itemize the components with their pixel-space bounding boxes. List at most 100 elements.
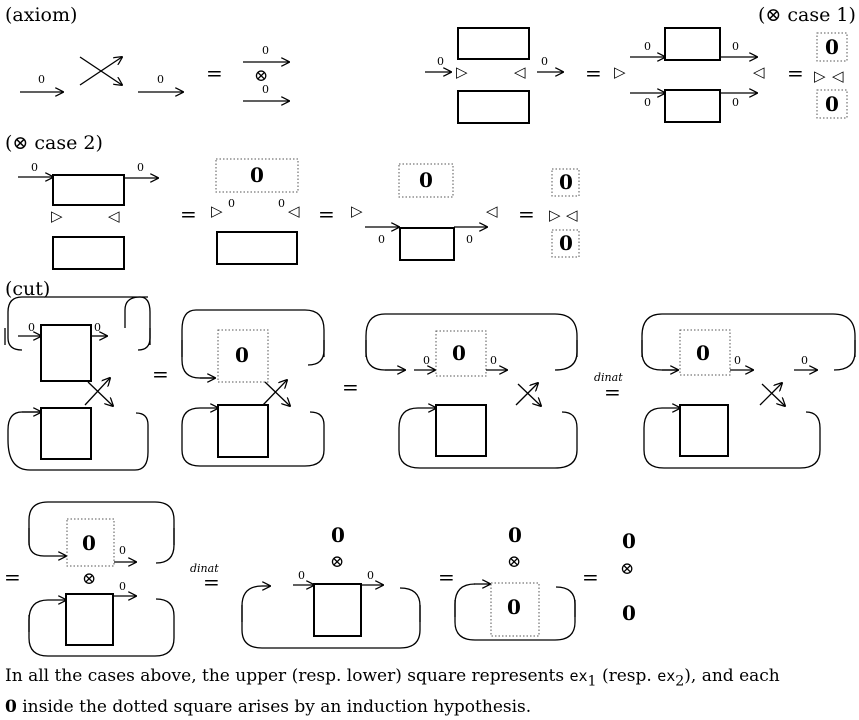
- tensor-symbol: ⊗: [82, 569, 96, 589]
- equals-sign: =: [342, 375, 359, 399]
- wire-label: 0: [541, 55, 548, 68]
- wire-label: 0: [378, 233, 385, 246]
- zero-value: 0: [452, 341, 466, 365]
- upper-square: [52, 174, 125, 206]
- equals-sign: =: [4, 565, 21, 589]
- dotted-square: [679, 329, 731, 376]
- triangle-left: ◁: [514, 63, 526, 81]
- lower-square: [65, 593, 114, 646]
- lower-square: [679, 404, 729, 457]
- wire-label: 0: [38, 73, 45, 86]
- zero-value: 0: [825, 92, 839, 116]
- equals-sign: =: [318, 202, 335, 226]
- caption-text: inside the dotted square arises by an in…: [16, 697, 532, 718]
- axiom-right-diagram: 0 ⊗ 0: [243, 44, 289, 101]
- dotted-square: [816, 89, 848, 119]
- triangle-left: ◁: [832, 67, 844, 85]
- case1-diagram-c: 0 ▷ ◁ 0: [814, 32, 848, 119]
- dotted-square: [435, 330, 487, 377]
- wire-label: 0: [28, 321, 35, 334]
- dotted-square: [215, 158, 299, 193]
- lower-square: [664, 89, 721, 123]
- tensor-case1-label: (⊗ case 1): [758, 4, 856, 26]
- zero-value: 0: [419, 168, 433, 192]
- caption-text: (resp.: [596, 666, 658, 686]
- tensor-symbol: ⊗: [254, 66, 268, 86]
- dotted-square: [551, 168, 580, 197]
- case2-diagram-b: 0 ▷ 0 0 ◁: [211, 158, 300, 265]
- zero-value: 0: [696, 341, 710, 365]
- cut-diagram-3: 0 0 0: [365, 313, 578, 469]
- triangle-right: ▷: [549, 206, 561, 224]
- case2-diagram-c: ▷ 0 0 0 ◁: [351, 163, 498, 261]
- wire-label: 0: [119, 544, 126, 557]
- wire-label: 0: [732, 40, 739, 53]
- zero-value: 0: [250, 163, 264, 187]
- axiom-label: (axiom): [5, 4, 77, 26]
- triangle-right: ▷: [614, 63, 626, 81]
- zero-value: 0: [622, 529, 636, 553]
- upper-square: [664, 27, 721, 61]
- wire-label: 0: [119, 580, 126, 593]
- triangle-right: ▷: [814, 67, 826, 85]
- row4-diagram-3: 0 ⊗ 0: [454, 523, 576, 641]
- lower-square: [216, 231, 298, 265]
- tensor-case2-label: (⊗ case 2): [5, 132, 103, 154]
- ex-term: ex: [657, 667, 676, 685]
- triangle-right: ▷: [456, 63, 468, 81]
- equals-sign: =: [604, 380, 621, 404]
- zero-value: 0: [82, 531, 96, 555]
- triangle-left: ◁: [486, 202, 498, 220]
- lower-square: [313, 583, 362, 637]
- row4-diagram-4: 0 ⊗ 0: [620, 529, 636, 625]
- row4-diagram-2: 0 ⊗ 0 0: [241, 523, 421, 649]
- case1-diagram-b: ▷ 0 0 0 0 ◁: [614, 27, 765, 123]
- dotted-square: [398, 163, 454, 198]
- cut-diagram-4: 0 0 0: [641, 313, 856, 469]
- lower-square: [435, 404, 487, 457]
- zero-value: 0: [331, 523, 345, 547]
- cut-label: (cut): [5, 278, 50, 300]
- wire-label: 0: [278, 197, 285, 210]
- equals-sign: =: [585, 61, 602, 85]
- wire-label: 0: [298, 569, 305, 582]
- zero-value: 0: [235, 343, 249, 367]
- wire-label: 0: [734, 354, 741, 367]
- dotted-square: [217, 329, 269, 383]
- triangle-right: ▷: [351, 202, 363, 220]
- case2-diagram-d: 0 ▷ ◁ 0: [549, 168, 580, 258]
- wire-label: 0: [437, 55, 444, 68]
- zero-value: 0: [622, 601, 636, 625]
- wire-label: 0: [31, 161, 38, 174]
- caption-zero: 0: [5, 697, 17, 718]
- wire-label: 0: [94, 321, 101, 334]
- triangle-left: ◁: [288, 202, 300, 220]
- lower-square: [40, 407, 92, 460]
- case2-diagram-a: 0 0 ▷ ◁: [18, 161, 158, 270]
- tensor-symbol: ⊗: [330, 552, 344, 572]
- equals-sign: =: [582, 565, 599, 589]
- dinat-label: dinat: [190, 562, 219, 575]
- equals-sign: =: [152, 362, 169, 386]
- lower-square: [52, 236, 125, 270]
- tensor-symbol: ⊗: [620, 559, 634, 579]
- caption-text: In all the cases above, the upper (resp.…: [5, 666, 570, 686]
- triangle-right: ▷: [51, 207, 63, 225]
- wire-label: 0: [423, 354, 430, 367]
- wire-label: 0: [732, 96, 739, 109]
- triangle-right: ▷: [211, 202, 223, 220]
- caption: In all the cases above, the upper (resp.…: [5, 663, 857, 720]
- axiom-left-diagram: 0 0: [20, 57, 183, 92]
- cut-diagram-2: 0: [181, 309, 325, 467]
- wire-label: 0: [367, 569, 374, 582]
- triangle-left: ◁: [753, 63, 765, 81]
- wire-label: 0: [466, 233, 473, 246]
- wire-label: 0: [644, 40, 651, 53]
- zero-value: 0: [559, 231, 573, 255]
- lower-square: [217, 404, 269, 458]
- caption-text: ), and each: [684, 666, 780, 686]
- zero-value: 0: [825, 35, 839, 59]
- wire-label: 0: [644, 96, 651, 109]
- dotted-square: [490, 582, 540, 637]
